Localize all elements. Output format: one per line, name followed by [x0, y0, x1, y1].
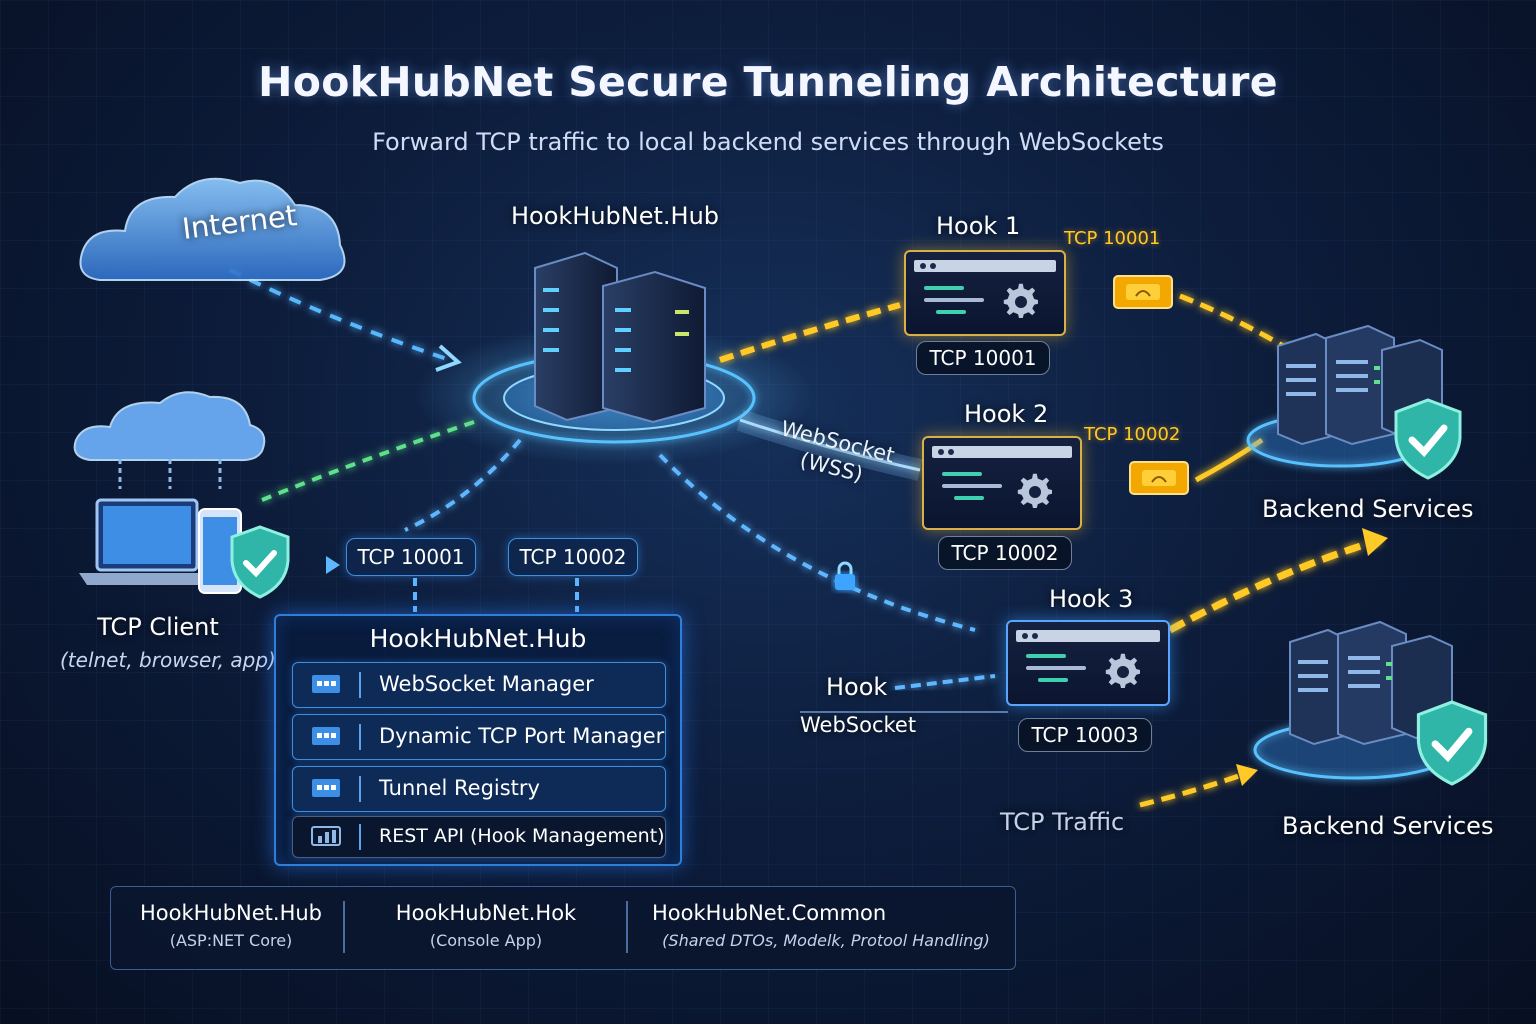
server-rack-icon: [534, 251, 706, 423]
footer-desc: (ASP:NET Core): [169, 931, 293, 950]
backend1-label: Backend Services: [1262, 495, 1474, 523]
chart-icon: [311, 826, 341, 846]
backend2-label: Backend Services: [1282, 812, 1494, 840]
hub-port-10001: TCP 10001: [346, 538, 476, 576]
footer-separator: [343, 901, 345, 953]
footer-desc: (Shared DTOs, Modelk, Protool Handling): [662, 931, 990, 950]
module-icon: [312, 779, 340, 797]
flow-hookws-hook3: [894, 674, 996, 690]
client-node: [70, 385, 310, 599]
proxy-box-icon: [1129, 461, 1189, 495]
flow-client-hub: [261, 418, 481, 502]
proxy-box-icon: [1113, 275, 1173, 309]
cloud-connector-lines: [118, 459, 222, 489]
hub-row-websocket-manager: WebSocket Manager: [292, 662, 666, 708]
flow-traffic-backend-arrow: [1236, 764, 1258, 786]
gear-icon: [1105, 653, 1140, 688]
shield-check-icon: [230, 525, 290, 599]
gear-icon: [1017, 473, 1052, 508]
footer-col-hok: HookHubNet.Hok (Console App): [381, 901, 591, 950]
footer-col-hub: HookHubNet.Hub (ASP:NET Core): [121, 901, 341, 950]
row-separator: [359, 824, 361, 850]
hub-port-10002: TCP 10002: [508, 538, 638, 576]
flow-hook3-backend-arrow: [1362, 528, 1388, 556]
hub-row-label: Tunnel Registry: [379, 776, 540, 800]
hub-row-tunnel-registry: Tunnel Registry: [292, 766, 666, 812]
hook1-title: Hook 1: [936, 212, 1021, 240]
page-subtitle: Forward TCP traffic to local backend ser…: [372, 128, 1164, 156]
flow-hook3-backend: [1168, 536, 1382, 634]
footer-projects: HookHubNet.Hub (ASP:NET Core) HookHubNet…: [110, 886, 1016, 970]
hook2-title: Hook 2: [964, 400, 1049, 428]
hub-row-label: WebSocket Manager: [379, 672, 594, 696]
hook2-card: [922, 436, 1082, 530]
hub-panel-title: HookHubNet.Hub: [369, 624, 587, 653]
gear-icon: [1003, 283, 1038, 318]
hook2-port: TCP 10002: [938, 536, 1072, 570]
client-caption: (telnet, browser, app): [60, 648, 276, 672]
footer-name: HookHubNet.Hok: [395, 901, 577, 925]
hook3-card: [1006, 620, 1170, 706]
flow-hub-hook2-core: [739, 418, 921, 472]
flow-hub-hook1: [719, 302, 901, 363]
hub-row-label: REST API (Hook Management): [379, 825, 665, 847]
row-separator: [359, 776, 361, 802]
client-cloud-icon: [73, 391, 266, 462]
hook2-port-tag: TCP 10002: [1084, 424, 1181, 445]
hub-row-label: Dynamic TCP Port Manager: [379, 724, 665, 748]
page-title: HookHubNet Secure Tunneling Architecture: [258, 58, 1278, 106]
flow-hub-hook3: [658, 453, 976, 632]
websocket-label: WebSocket: [800, 713, 917, 737]
window-titlebar: [1016, 630, 1160, 642]
hub-row-port-manager: Dynamic TCP Port Manager: [292, 714, 666, 760]
flow-traffic-backend: [1139, 769, 1251, 808]
row-separator: [359, 724, 361, 750]
footer-name: HookHubNet.Hub: [139, 901, 323, 925]
hook1-card: [904, 250, 1066, 336]
flow-internet-hub-arrow: [435, 344, 462, 372]
hook3-title: Hook 3: [1049, 585, 1134, 613]
cloud-icon: [79, 177, 346, 281]
row-separator: [359, 672, 361, 698]
flow-hub-port1: [404, 438, 522, 532]
module-icon: [312, 727, 340, 745]
hook3-port: TCP 10003: [1018, 718, 1152, 752]
hub-panel: HookHubNet.Hub WebSocket Manager Dynamic…: [274, 614, 682, 866]
footer-separator: [626, 901, 628, 953]
shield-check-icon: [1394, 398, 1462, 480]
laptop-icon: [79, 498, 213, 585]
footer-name: HookHubNet.Common: [652, 901, 887, 925]
internet-node: Internet: [70, 165, 360, 290]
module-icon: [312, 675, 340, 693]
hub-row-rest-api: REST API (Hook Management): [292, 816, 666, 858]
window-titlebar: [932, 446, 1072, 458]
footer-col-common: HookHubNet.Common (Shared DTOs, Modelk, …: [646, 901, 1006, 950]
footer-desc: (Console App): [429, 931, 543, 950]
hook-label: Hook: [826, 673, 888, 701]
window-titlebar: [914, 260, 1056, 272]
lock-icon: [835, 561, 855, 590]
shield-check-icon: [1416, 700, 1488, 786]
flow-client-ports-arrow: [326, 556, 340, 574]
client-label: TCP Client: [97, 613, 219, 641]
tcp-traffic-label: TCP Traffic: [1000, 808, 1125, 836]
hub-server-label: HookHubNet.Hub: [510, 202, 720, 230]
flow-internet-hub: [229, 268, 451, 362]
hook1-port: TCP 10001: [916, 341, 1050, 375]
hook1-port-tag: TCP 10001: [1064, 228, 1161, 249]
